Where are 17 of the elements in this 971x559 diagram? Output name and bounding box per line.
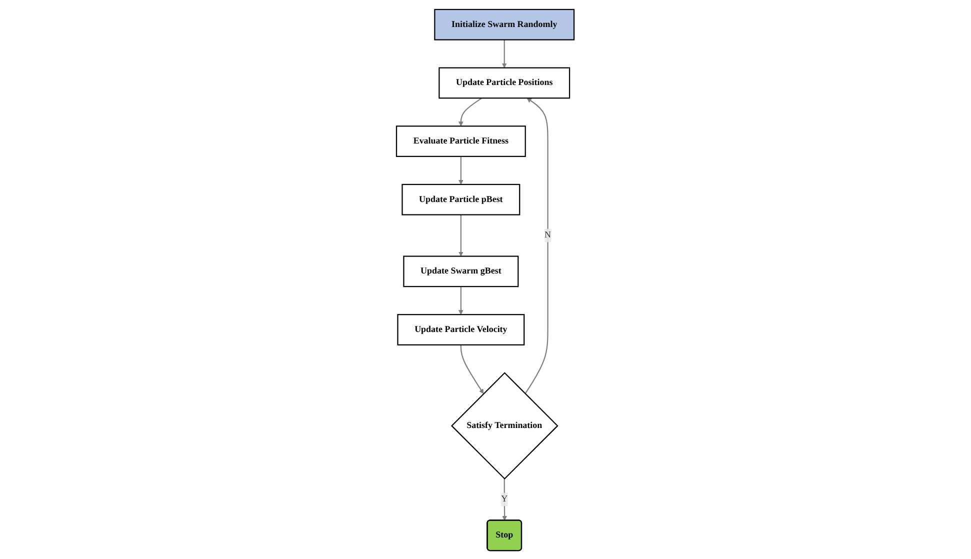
arrow bbox=[502, 39, 508, 68]
node-box: Update Particle pBest bbox=[402, 183, 520, 215]
arrow bbox=[458, 156, 464, 184]
node-box: Evaluate Particle Fitness bbox=[396, 125, 526, 156]
node-box: Update Particle Velocity bbox=[397, 314, 525, 345]
arrow bbox=[458, 97, 482, 126]
node-box: Update Particle Positions bbox=[438, 66, 570, 98]
node-diamond: Satisfy Termination bbox=[451, 372, 559, 480]
node-box: Initialize Swarm Randomly bbox=[434, 8, 575, 40]
arrow bbox=[458, 214, 464, 256]
edge-label: Y bbox=[501, 494, 508, 504]
edge-label: N bbox=[544, 230, 552, 240]
arrow bbox=[458, 286, 464, 314]
arrow bbox=[524, 97, 549, 394]
arrow bbox=[502, 478, 508, 520]
node-box: Update Swarm gBest bbox=[403, 255, 519, 287]
arrow bbox=[460, 344, 484, 394]
